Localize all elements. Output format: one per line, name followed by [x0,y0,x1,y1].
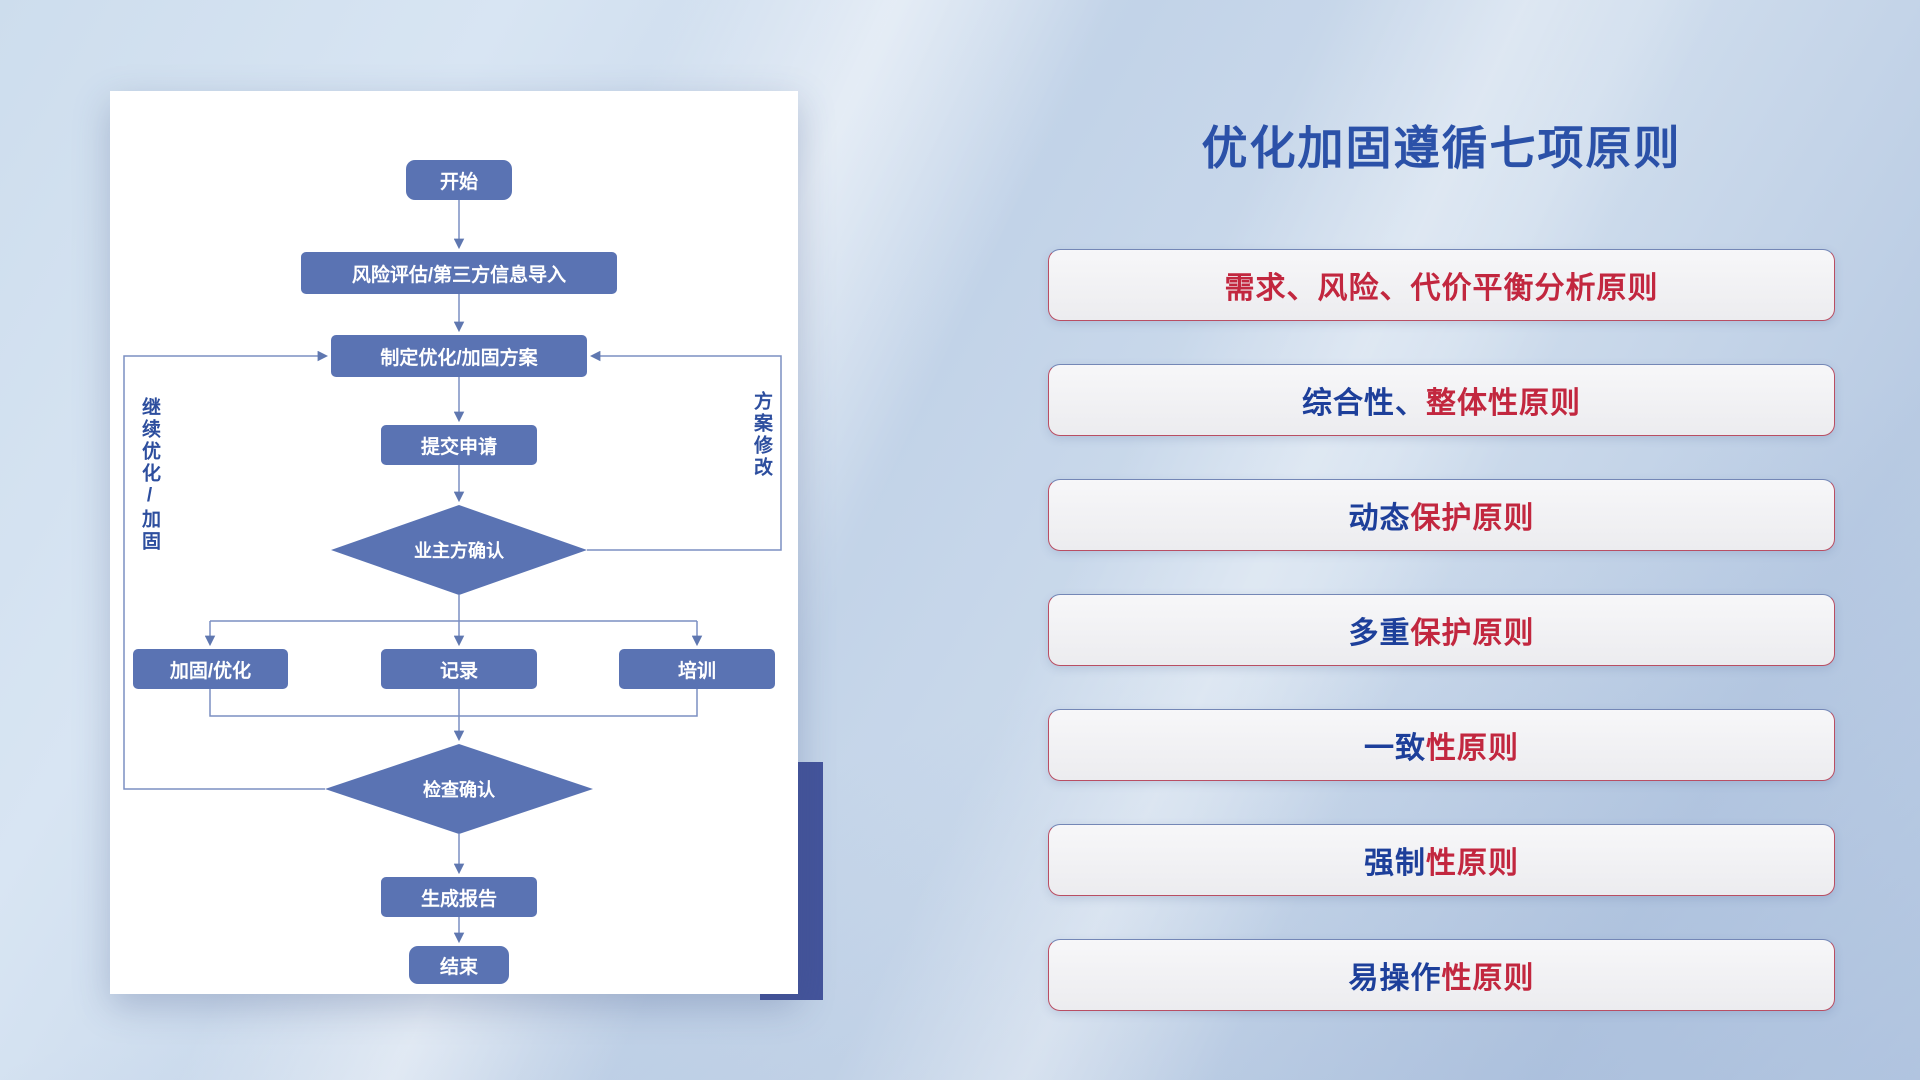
principles-list: 需求、风险、代价平衡分析原则 综合性、整体性原则 动态保护原则 多重保护原则 一… [1048,249,1835,1011]
flow-node-record: 记录 [381,649,537,689]
flow-edge-label-plan-revision: 方案修改 [751,391,772,479]
principle-pill-2: 综合性、整体性原则 [1048,364,1835,436]
principle-4-text-blue: 多重 [1348,617,1411,650]
principle-pill-1: 需求、风险、代价平衡分析原则 [1048,249,1835,321]
principle-6-text-red: 性原则 [1426,847,1519,880]
principle-7-text-blue: 易操作 [1348,962,1442,995]
principle-1-text-red: 需求、风险、代价平衡分析原则 [1224,272,1659,305]
flow-node-risk-import: 风险评估/第三方信息导入 [301,252,617,294]
principle-2-text-red: 整体性原则 [1426,387,1581,420]
flowchart-card: 开始 风险评估/第三方信息导入 制定优化/加固方案 提交申请 业主方确认 加固/… [110,91,798,994]
flow-node-end: 结束 [409,946,509,984]
principle-4-text-red: 保护原则 [1410,617,1535,650]
flow-edge-label-continue-loop: 继续优化/加固 [139,397,160,553]
flow-node-start: 开始 [406,160,512,200]
principle-2-text-blue: 综合性、 [1302,387,1426,420]
principle-pill-3: 动态保护原则 [1048,479,1835,551]
principle-pill-7: 易操作性原则 [1048,939,1835,1011]
flow-node-reinforce: 加固/优化 [133,649,288,689]
principle-7-text-red: 性原则 [1441,962,1535,995]
principle-6-text-blue: 强制 [1364,847,1426,880]
principle-5-text-blue: 一致 [1364,732,1426,765]
principle-5-text-red: 性原则 [1426,732,1519,765]
principle-3-text-blue: 动态 [1348,502,1411,535]
principle-pill-4: 多重保护原则 [1048,594,1835,666]
principle-pill-5: 一致性原则 [1048,709,1835,781]
flow-node-training: 培训 [619,649,775,689]
flow-connectors [123,200,782,944]
principle-3-text-red: 保护原则 [1410,502,1535,535]
flow-node-report: 生成报告 [381,877,537,917]
principle-pill-6: 强制性原则 [1048,824,1835,896]
flow-node-make-plan: 制定优化/加固方案 [331,335,587,377]
page-title: 优化加固遵循七项原则 [1201,122,1682,174]
flow-node-submit: 提交申请 [381,425,537,465]
